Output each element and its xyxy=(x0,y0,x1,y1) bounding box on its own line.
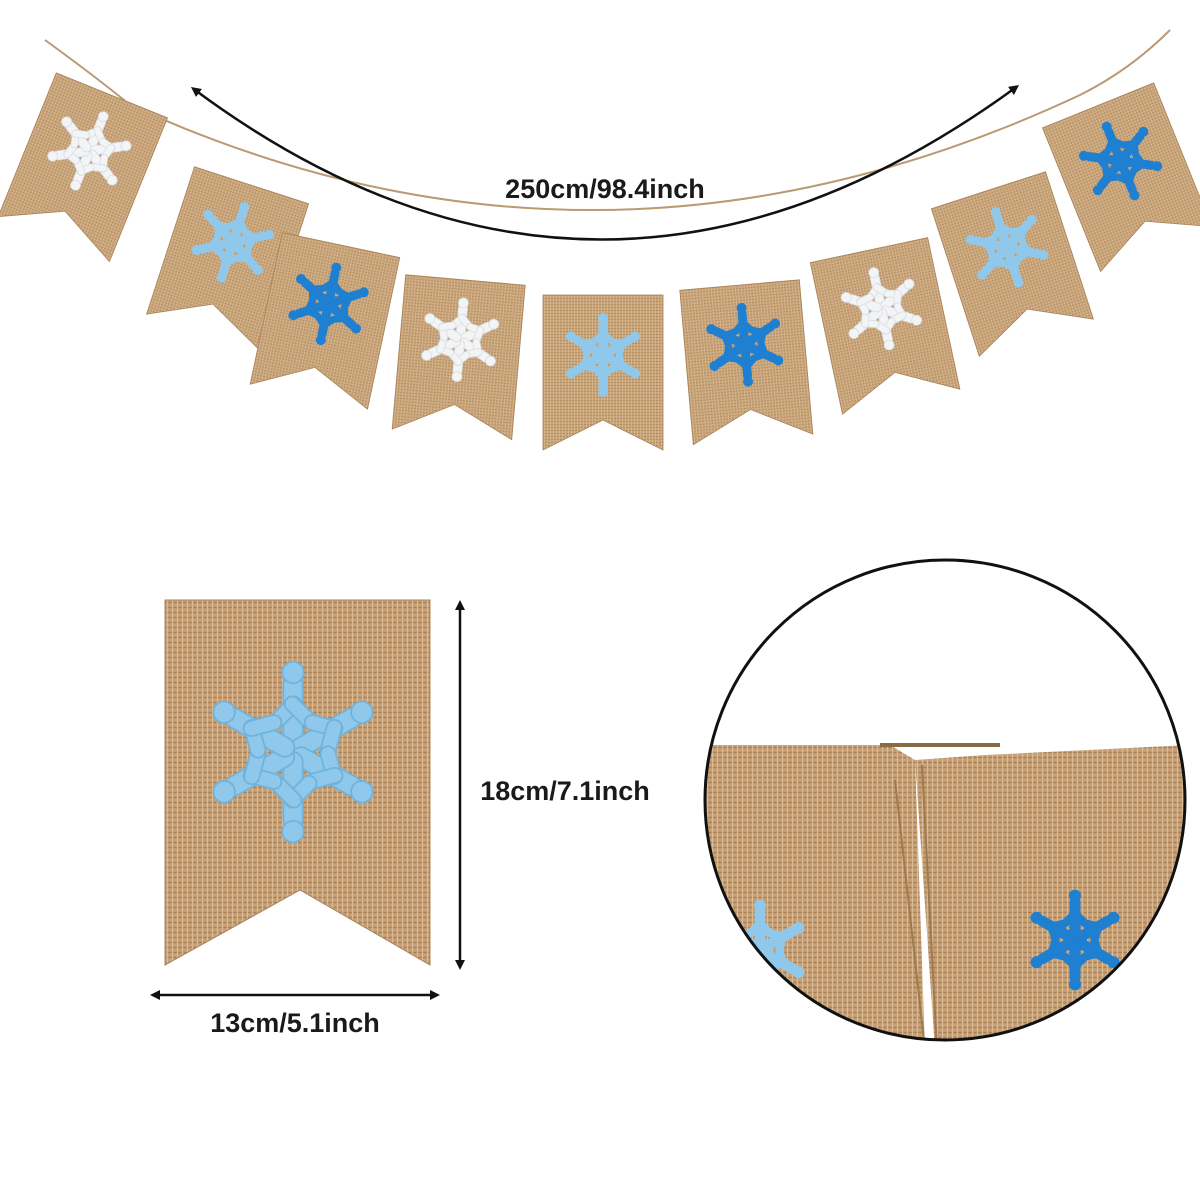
garland-flag xyxy=(249,232,401,410)
garland-string xyxy=(44,29,1171,211)
length-arrow xyxy=(190,85,1020,241)
flag-width-label: 13cm/5.1inch xyxy=(210,1008,380,1038)
garland-flag xyxy=(1041,82,1200,273)
garland-flag xyxy=(930,171,1094,357)
garland-flag xyxy=(542,294,664,451)
texture-closeup xyxy=(703,558,1187,1042)
garland-flag xyxy=(809,237,961,415)
garland-flag xyxy=(391,274,526,441)
garland-flag xyxy=(679,279,814,446)
garland-flag xyxy=(0,72,169,263)
flag-height-label: 18cm/7.1inch xyxy=(480,776,650,806)
garland-length-label: 250cm/98.4inch xyxy=(505,174,705,204)
garland-flags xyxy=(0,72,1200,451)
single-flag-detail xyxy=(164,599,431,966)
